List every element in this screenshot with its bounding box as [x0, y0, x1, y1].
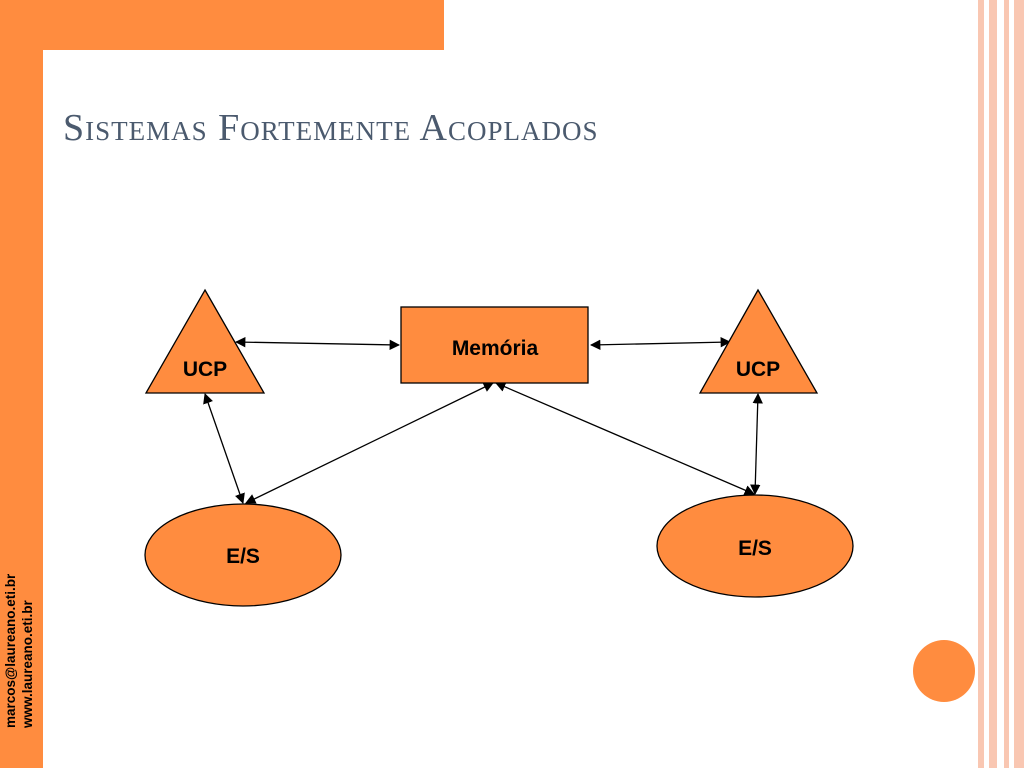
- memory-box: [400, 306, 589, 384]
- connector-memory-es-right: [495, 381, 755, 496]
- connector-ucp-right-es-right: [750, 392, 763, 496]
- connector-ucp-left-es-left: [203, 393, 245, 504]
- connector-memory-es-left: [245, 382, 494, 504]
- io-left-label: E/S: [226, 545, 260, 568]
- slide-title: Sistemas Fortemente Acoplados: [63, 107, 599, 149]
- cpu-right-label: UCP: [736, 358, 780, 381]
- right-stripe: [1014, 0, 1024, 768]
- cpu-right-triangle: [698, 288, 819, 394]
- io-right-label: E/S: [738, 537, 772, 560]
- right-stripe: [978, 0, 984, 768]
- top-accent-bar: [43, 0, 444, 50]
- connector-memory-ucp-right: [589, 337, 732, 350]
- right-stripe: [1004, 0, 1009, 768]
- right-stripe: [989, 0, 997, 768]
- memory-label: Memória: [452, 337, 539, 360]
- connector-ucp-left-memory: [234, 336, 401, 351]
- io-left-ellipse: [144, 503, 342, 607]
- left-accent-bar: [0, 0, 43, 768]
- cpu-left-triangle: [144, 288, 266, 394]
- io-right-ellipse: [656, 494, 854, 598]
- decorative-circle: [913, 640, 975, 702]
- cpu-left-label: UCP: [183, 358, 227, 381]
